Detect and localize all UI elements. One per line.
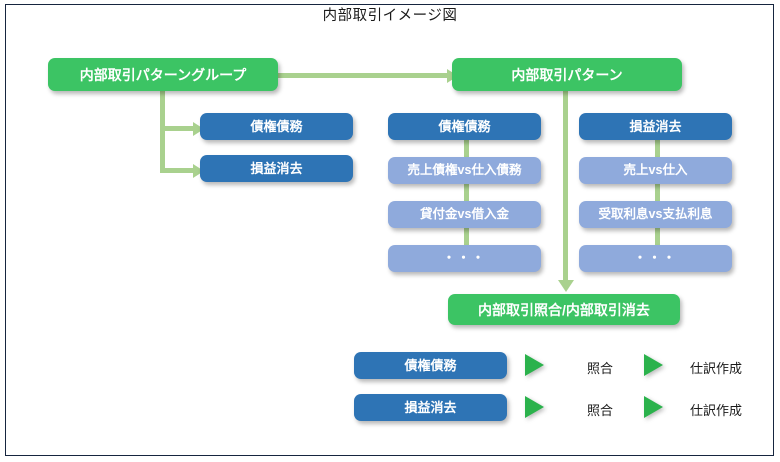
connector-col1-link-1 <box>464 140 469 160</box>
connector-col1-link-2 <box>464 184 469 204</box>
page-title: 内部取引イメージ図 <box>322 8 458 24</box>
node-group-child-debt[interactable]: 債権債務 <box>200 113 353 140</box>
process-row-1-arrow-2 <box>644 354 663 376</box>
node-col2-header[interactable]: 損益消去 <box>579 113 732 140</box>
connector-col2-link-2 <box>655 184 660 204</box>
connector-col2-link-3 <box>655 228 660 248</box>
node-pattern-group[interactable]: 内部取引パターングループ <box>48 58 278 91</box>
node-col1-item-3[interactable]: ・・・ <box>388 245 541 272</box>
process-row-2-arrow-2 <box>644 396 663 418</box>
connector-col2-link-1 <box>655 140 660 160</box>
node-pattern[interactable]: 内部取引パターン <box>452 58 682 91</box>
node-matching[interactable]: 内部取引照合/内部取引消去 <box>448 294 680 325</box>
process-row-1-step2: 仕訳作成 <box>689 361 742 376</box>
arrowhead-pattern-to-matching <box>557 280 574 292</box>
process-row-2-step2: 仕訳作成 <box>689 403 742 418</box>
process-row-1-arrow-1 <box>525 354 544 376</box>
process-row-2-arrow-1 <box>525 396 544 418</box>
arrowhead-group-branch-2 <box>193 163 204 178</box>
process-row-1-source[interactable]: 債権債務 <box>354 352 507 379</box>
node-col1-item-1[interactable]: 売上債権vs仕入債務 <box>388 157 541 184</box>
connector-group-branch-2 <box>160 168 198 173</box>
connector-group-branch-1 <box>160 126 198 131</box>
process-row-2-source[interactable]: 損益消去 <box>354 394 507 421</box>
connector-group-trunk <box>160 90 165 173</box>
node-col2-item-3[interactable]: ・・・ <box>579 245 732 272</box>
node-group-child-profit[interactable]: 損益消去 <box>200 155 353 182</box>
connector-col1-link-3 <box>464 228 469 248</box>
node-col2-item-2[interactable]: 受取利息vs支払利息 <box>579 201 732 228</box>
node-col1-item-2[interactable]: 貸付金vs借入金 <box>388 201 541 228</box>
connector-pattern-to-matching <box>563 90 568 282</box>
node-col1-header[interactable]: 債権債務 <box>388 113 541 140</box>
process-row-2-step1: 照合 <box>586 403 613 418</box>
process-row-1-step1: 照合 <box>586 361 613 376</box>
connector-group-to-pattern <box>276 73 452 78</box>
node-col2-item-1[interactable]: 売上vs仕入 <box>579 157 732 184</box>
arrowhead-group-branch-1 <box>193 121 204 136</box>
